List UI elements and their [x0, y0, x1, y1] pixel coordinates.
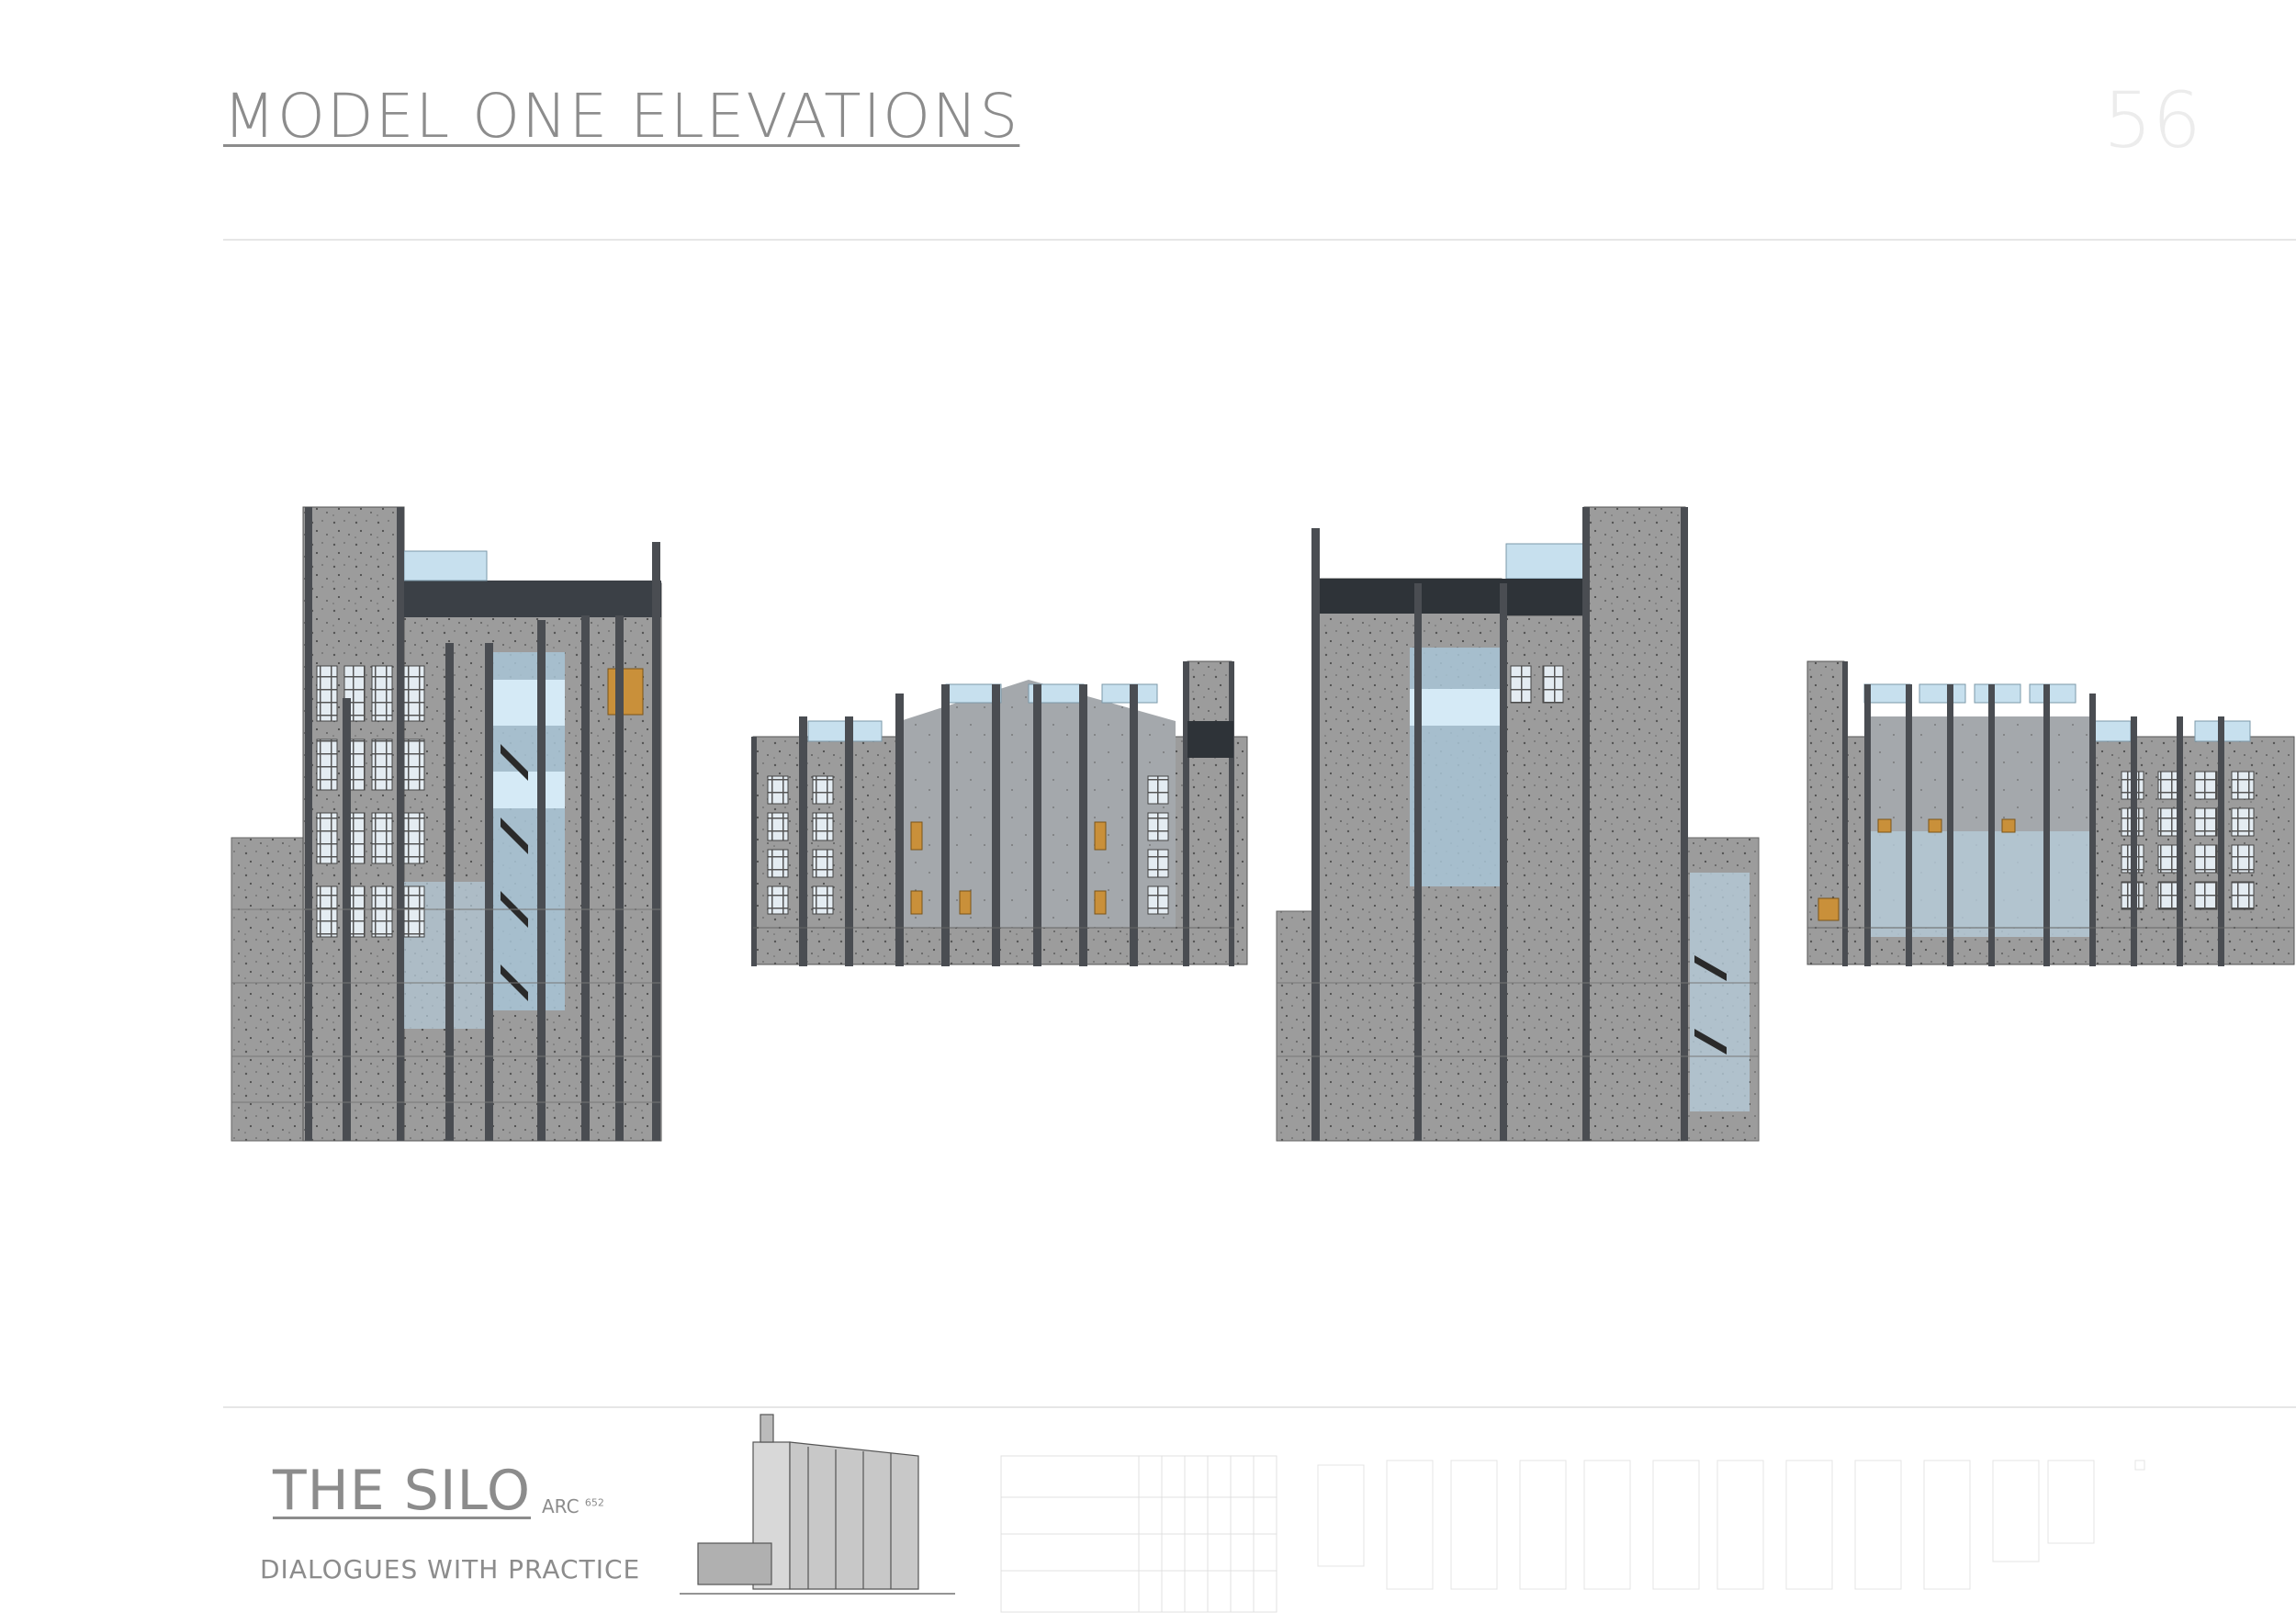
plan-grid — [1000, 1455, 1277, 1613]
footer-thumbnail-strip — [680, 1414, 2145, 1613]
header-divider — [223, 239, 2296, 241]
project-subtitle: DIALOGUES WITH PRACTICE — [260, 1554, 641, 1585]
elevation-4 — [1806, 660, 2295, 966]
elevation-1 — [231, 506, 662, 1142]
page-number: 56 — [2103, 75, 2201, 165]
elevation-drawings — [231, 506, 2295, 1142]
silo-sketch — [680, 1414, 955, 1595]
course-prefix: ARC — [542, 1495, 580, 1517]
course-number: 652 — [584, 1496, 604, 1509]
elevation-2 — [751, 660, 1248, 966]
elevation-3 — [1276, 506, 1760, 1142]
page-title: MODEL ONE ELEVATIONS — [223, 81, 1020, 152]
project-title: THE SILO — [273, 1459, 532, 1523]
floor-plan-strip — [1317, 1460, 2145, 1590]
footer-divider — [223, 1406, 2296, 1408]
course-code: ARC 652 — [542, 1495, 604, 1517]
